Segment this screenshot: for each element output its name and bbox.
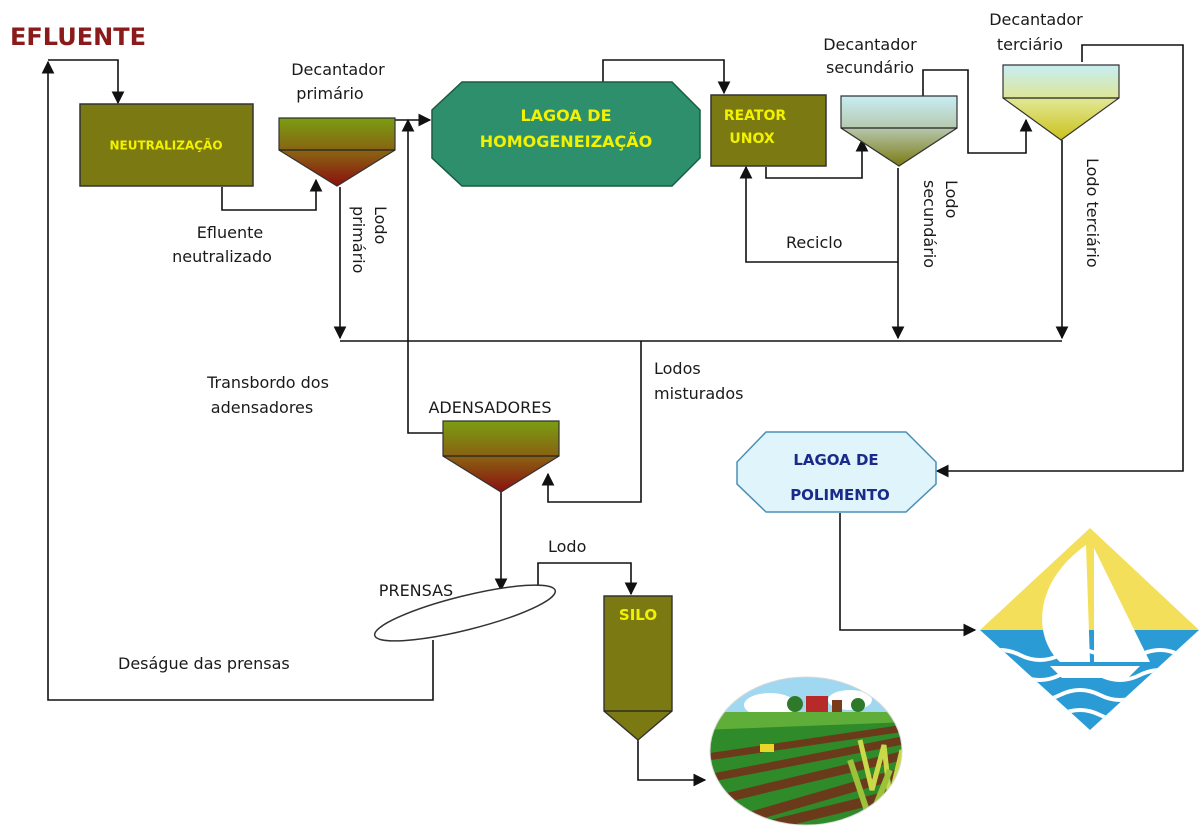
- lagoa-homogeneizacao: LAGOA DE HOMOGENEIZAÇÃO: [431, 81, 701, 187]
- neutralizacao-unit: NEUTRALIZAÇÃO: [79, 103, 254, 187]
- flow-lagoa-reator: [602, 59, 731, 95]
- lodos-misturados-label-1: Lodos: [654, 359, 701, 378]
- desague-label: Deságue das prensas: [118, 654, 290, 673]
- silo-unit: SILO: [603, 595, 673, 741]
- decantador-primario: Decantador primário: [278, 60, 396, 187]
- flow-transbordo: [401, 118, 444, 434]
- decantador-terciario-label-1: Decantador: [989, 10, 1083, 29]
- lodo-secundario-label-2: secundário: [920, 180, 939, 268]
- lodo-label: Lodo: [548, 537, 586, 556]
- farm-field-icon: [709, 676, 903, 826]
- decantador-terciario-label-2: terciário: [997, 35, 1063, 54]
- lodo-primario-label: Lodo primário: [349, 206, 390, 273]
- flow-desague: [41, 60, 434, 701]
- polimento-label-2: POLIMENTO: [790, 486, 890, 504]
- flow-lodos-misturados: [541, 341, 642, 503]
- transbordo-label-2: adensadores: [211, 398, 313, 417]
- flow-polimento-logo: [839, 513, 977, 637]
- lodo-secundario-label-1: Lodo: [942, 180, 961, 218]
- neutralizacao-label: NEUTRALIZAÇÃO: [109, 138, 222, 153]
- reator-label-1: REATOR: [724, 108, 787, 124]
- efluente-neutralizado-label-1: Efluente: [197, 223, 263, 242]
- decantador-secundario-label-2: secundário: [826, 58, 914, 77]
- transbordo-label-1: Transbordo dos: [206, 373, 329, 392]
- decantador-primario-label-2: primário: [296, 84, 363, 103]
- flow-efluente-neutralizacao: [48, 59, 125, 105]
- lodos-misturados-label-2: misturados: [654, 384, 743, 403]
- flow-silo-campo: [637, 740, 707, 787]
- lodo-primario-label-1: Lodo: [371, 206, 390, 244]
- flow-lines: [41, 44, 1184, 787]
- silo-label: SILO: [619, 606, 657, 624]
- decantador-secundario: Decantador secundário: [823, 35, 958, 167]
- decantador-terciario: Decantador terciário: [989, 10, 1120, 141]
- flow-secundario-terciario: [922, 69, 1033, 154]
- prensas-label: PRENSAS: [379, 581, 453, 600]
- flow-prensas-silo: [537, 562, 638, 596]
- flow-reciclo: [739, 165, 899, 263]
- decantador-secundario-label-1: Decantador: [823, 35, 917, 54]
- prensas-unit: PRENSAS: [373, 581, 557, 642]
- flow-reator-secundario: [765, 138, 869, 179]
- lodo-primario-label-2: primário: [349, 206, 368, 273]
- flow-efluente-neutralizado: [221, 178, 323, 211]
- adensadores-label: ADENSADORES: [428, 398, 551, 417]
- reator-label-2: UNOX: [729, 131, 774, 147]
- flow-terciario-polimento: [935, 44, 1184, 478]
- reator-unox: REATOR UNOX: [710, 94, 827, 167]
- lagoa-homog-label-1: LAGOA DE: [520, 106, 611, 125]
- efluente-neutralizado-label-2: neutralizado: [172, 247, 272, 266]
- decantador-primario-label-1: Decantador: [291, 60, 385, 79]
- lagoa-homog-label-2: HOMOGENEIZAÇÃO: [480, 132, 653, 151]
- lodo-secundario-label: Lodo secundário: [920, 180, 961, 268]
- reciclo-label: Reciclo: [786, 233, 843, 252]
- lagoa-polimento: LAGOA DE POLIMENTO: [736, 431, 937, 513]
- title-efluente: EFLUENTE: [10, 23, 146, 51]
- adensadores-unit: ADENSADORES: [428, 398, 560, 493]
- polimento-label-1: LAGOA DE: [793, 451, 878, 469]
- sailboat-logo-icon: [980, 528, 1199, 730]
- lodo-terciario-label: Lodo terciário: [1083, 158, 1102, 268]
